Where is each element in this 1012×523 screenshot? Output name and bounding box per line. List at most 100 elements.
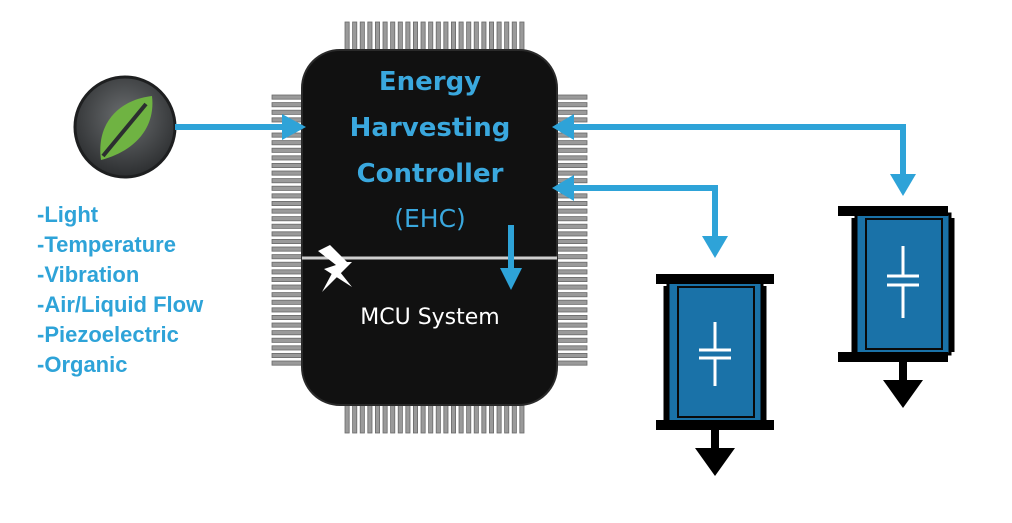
chip-pin bbox=[428, 21, 434, 53]
chip-pin bbox=[554, 162, 588, 168]
chip-pin bbox=[554, 299, 588, 305]
chip-pin bbox=[554, 216, 588, 222]
chip-pin bbox=[554, 330, 588, 336]
chip-body bbox=[301, 49, 558, 406]
chip-pin bbox=[554, 147, 588, 153]
chip-pin bbox=[271, 216, 305, 222]
chip-pin bbox=[367, 21, 373, 53]
chip-pin bbox=[554, 231, 588, 237]
chip-pin bbox=[271, 231, 305, 237]
chip-pin bbox=[554, 254, 588, 260]
chip-pin bbox=[443, 21, 449, 53]
energy-source-item: -Air/Liquid Flow bbox=[37, 292, 204, 317]
chip-pin bbox=[271, 94, 305, 100]
chip-pin bbox=[554, 223, 588, 229]
chip-pin bbox=[271, 178, 305, 184]
chip-pin bbox=[271, 345, 305, 351]
chip-pin bbox=[554, 269, 588, 275]
energy-source-list: -Light -Temperature -Vibration -Air/Liqu… bbox=[37, 200, 203, 380]
chip-pin bbox=[271, 185, 305, 191]
chip-pin bbox=[554, 170, 588, 176]
chip-pin bbox=[374, 402, 380, 434]
chip-pin bbox=[450, 402, 456, 434]
chip-pin bbox=[554, 109, 588, 115]
chip-pin bbox=[271, 193, 305, 199]
chip-pin bbox=[496, 402, 502, 434]
chip-pin bbox=[554, 292, 588, 298]
chip-pin bbox=[271, 360, 305, 366]
chip-pin bbox=[554, 337, 588, 343]
cap1-drop-arrow-head bbox=[702, 236, 728, 258]
capacitor-1 bbox=[656, 274, 774, 476]
chip-to-cap1-arrow-left bbox=[552, 175, 574, 201]
chip-pin bbox=[511, 402, 517, 434]
chip-pin bbox=[554, 284, 588, 290]
chip-pin bbox=[271, 223, 305, 229]
chip-pin bbox=[382, 21, 388, 53]
chip-pin bbox=[271, 162, 305, 168]
chip-title-line-1: Energy bbox=[378, 67, 482, 97]
chip-pin bbox=[352, 21, 358, 53]
chip-pin bbox=[554, 276, 588, 282]
chip-pin bbox=[271, 246, 305, 252]
chip-pin bbox=[271, 238, 305, 244]
chip-pin bbox=[271, 276, 305, 282]
chip-pin bbox=[359, 21, 365, 53]
energy-source-item: -Organic bbox=[37, 352, 128, 377]
chip-pins-bottom bbox=[344, 402, 525, 434]
chip-pin bbox=[382, 402, 388, 434]
chip-pin bbox=[428, 402, 434, 434]
lightning-icon bbox=[318, 245, 352, 287]
chip-pin bbox=[271, 352, 305, 358]
energy-source-item: -Vibration bbox=[37, 262, 140, 287]
chip-pin bbox=[443, 402, 449, 434]
chip-pin bbox=[271, 292, 305, 298]
chip-pin bbox=[488, 21, 494, 53]
chip-title-line-2: Harvesting bbox=[349, 113, 511, 143]
source-to-chip-arrow-head bbox=[282, 114, 306, 140]
chip-pin bbox=[271, 147, 305, 153]
chip-pin bbox=[450, 21, 456, 53]
chip-pin bbox=[554, 102, 588, 108]
chip-pin bbox=[554, 314, 588, 320]
chip-pin bbox=[390, 402, 396, 434]
chip-pin bbox=[504, 402, 510, 434]
chip-pin bbox=[271, 299, 305, 305]
chip-pin bbox=[367, 402, 373, 434]
chip-pin bbox=[271, 208, 305, 214]
chip-pin bbox=[488, 402, 494, 434]
energy-source-item: -Temperature bbox=[37, 232, 176, 257]
chip-pin bbox=[271, 330, 305, 336]
chip-pin bbox=[390, 21, 396, 53]
energy-source-item: -Light bbox=[37, 202, 99, 227]
chip-pin bbox=[374, 21, 380, 53]
chip-to-cap2-arrow-left bbox=[552, 114, 574, 140]
chip-pin bbox=[554, 246, 588, 252]
chip-pin bbox=[344, 21, 350, 53]
chip-pin bbox=[554, 238, 588, 244]
chip-pin bbox=[554, 307, 588, 313]
chip-pin bbox=[554, 345, 588, 351]
chip-pin bbox=[271, 170, 305, 176]
chip-pin bbox=[554, 155, 588, 161]
chip-mcu-label: MCU System bbox=[360, 305, 500, 330]
chip-pin bbox=[519, 21, 525, 53]
chip-pin bbox=[554, 322, 588, 328]
chip-pin bbox=[271, 140, 305, 146]
chip-pin bbox=[397, 402, 403, 434]
chip-pin bbox=[466, 402, 472, 434]
cap2-drop-arrow-head bbox=[890, 174, 916, 196]
chip-pin bbox=[554, 140, 588, 146]
chip-pin bbox=[420, 21, 426, 53]
chip-pin bbox=[412, 402, 418, 434]
chip-pin bbox=[519, 402, 525, 434]
chip-pin bbox=[271, 307, 305, 313]
capacitor-2 bbox=[838, 206, 955, 408]
chip-pin bbox=[271, 155, 305, 161]
chip-pin bbox=[481, 402, 487, 434]
chip-pin bbox=[412, 21, 418, 53]
chip-pin bbox=[352, 402, 358, 434]
lightning-icon-lower bbox=[322, 262, 352, 292]
chip-pin bbox=[466, 21, 472, 53]
chip-pin bbox=[271, 261, 305, 267]
